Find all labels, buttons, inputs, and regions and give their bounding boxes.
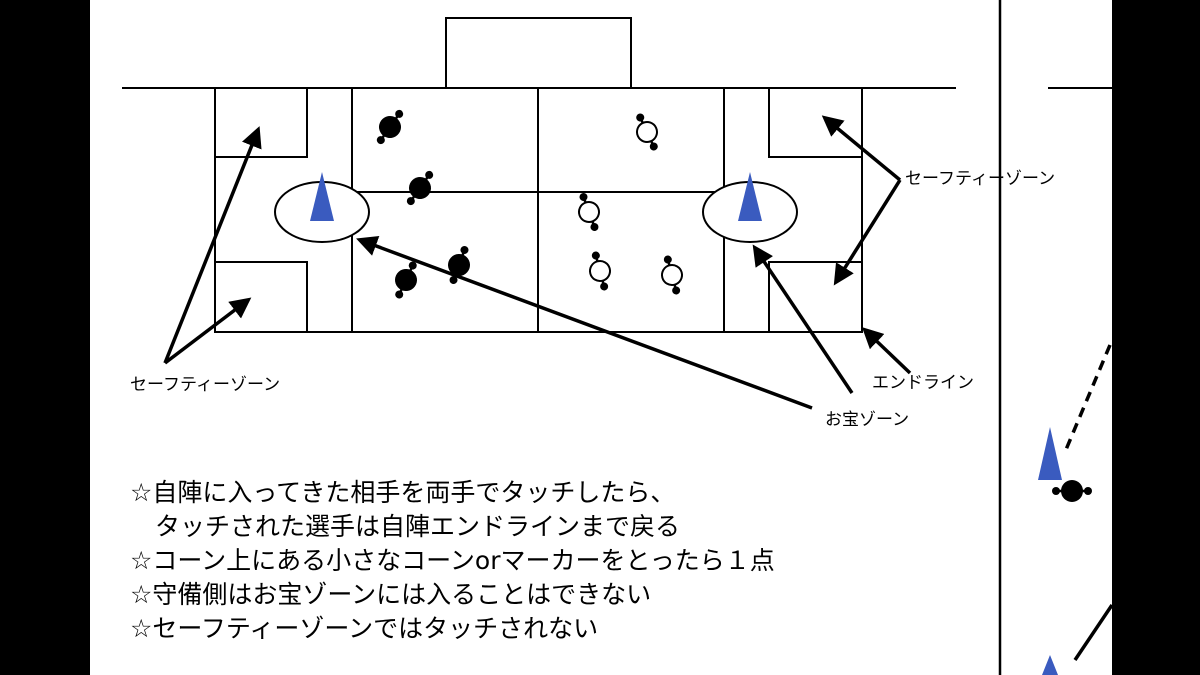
treasure-zone-label: お宝ゾーン [825,410,910,430]
cone-icon [1038,427,1062,480]
player-icon [404,168,436,208]
arrow-icon [752,244,854,394]
player-icon [447,243,471,287]
safety-zone-right-bottom [768,261,862,332]
arrow-icon [163,126,262,364]
player-icon [589,249,611,293]
rule-line-5: ☆セーフティーゾーンではタッチされない [130,614,599,643]
cone-icon [1042,655,1058,675]
goal-box [445,17,632,89]
rule-line-4: ☆守備側はお宝ゾーンには入ることはできない [130,580,652,609]
player-icon [661,253,683,297]
safety-zone-right-top [768,88,862,158]
cone-icon [738,172,762,221]
arrow-icon [356,236,813,410]
rule-line-1: ☆自陣に入ってきた相手を両手でタッチしたら、 [130,478,676,507]
path-line [1073,604,1112,661]
rule-line-3: ☆コーン上にある小さなコーンorマーカーをとったら１点 [130,546,775,575]
safety-zone-label-right: セーフティーゾーン [905,169,1056,189]
cone-icon [310,172,334,221]
arrow-icon [821,115,902,182]
player-icon [633,110,661,154]
player-icon [374,107,406,147]
safety-zone-label-left: セーフティーゾーン [130,375,281,395]
safety-zone-left-top [215,88,308,158]
field-diagram [122,0,1112,675]
arrow-icon [163,297,252,365]
safety-zone-left-bottom [215,261,308,332]
player-icon [1050,480,1094,502]
player-icon [577,190,601,234]
rule-line-2: タッチされた選手は自陣エンドラインまで戻る [130,512,681,541]
end-line-label: エンドライン [872,373,974,393]
player-icon [392,258,420,302]
dashed-path [1063,344,1112,453]
arrow-icon [861,327,912,375]
annotation-arrows [163,115,1112,661]
slide: セーフティーゾーン セーフティーゾーン エンドライン お宝ゾーン ☆自陣に入って… [90,0,1112,675]
arrow-icon [833,179,902,286]
